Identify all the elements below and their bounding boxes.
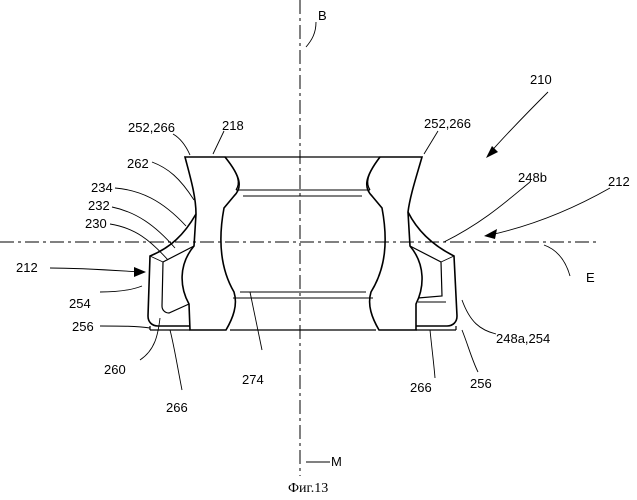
label-266-left: 266 [166, 400, 188, 415]
label-266-right: 266 [410, 380, 432, 395]
label-252-266-left: 252,266 [128, 120, 175, 135]
label-248b: 248b [518, 170, 547, 185]
label-256-right: 256 [470, 376, 492, 391]
label-212-left: 212 [16, 260, 38, 275]
label-230: 230 [85, 216, 107, 231]
label-254: 254 [69, 296, 91, 311]
label-256-left: 256 [72, 319, 94, 334]
label-234: 234 [91, 180, 113, 195]
left-hatched-wall [182, 157, 239, 330]
label-m: M [331, 454, 342, 469]
label-248a-254: 248a,254 [496, 331, 550, 346]
label-218: 218 [222, 118, 244, 133]
label-e: E [586, 270, 595, 285]
label-274: 274 [242, 372, 264, 387]
arrow-212-left [50, 267, 146, 277]
right-hatched-wall [367, 157, 422, 330]
arrow-210 [486, 92, 548, 158]
label-b: B [318, 8, 327, 23]
label-260: 260 [104, 362, 126, 377]
label-212-right: 212 [608, 174, 630, 189]
label-232: 232 [88, 198, 110, 213]
central-bore [225, 157, 380, 330]
arrow-212-right [484, 188, 610, 239]
label-252-266-right: 252,266 [424, 116, 471, 131]
label-210: 210 [530, 72, 552, 87]
figure-caption: Фиг.13 [288, 481, 328, 496]
label-262: 262 [127, 156, 149, 171]
